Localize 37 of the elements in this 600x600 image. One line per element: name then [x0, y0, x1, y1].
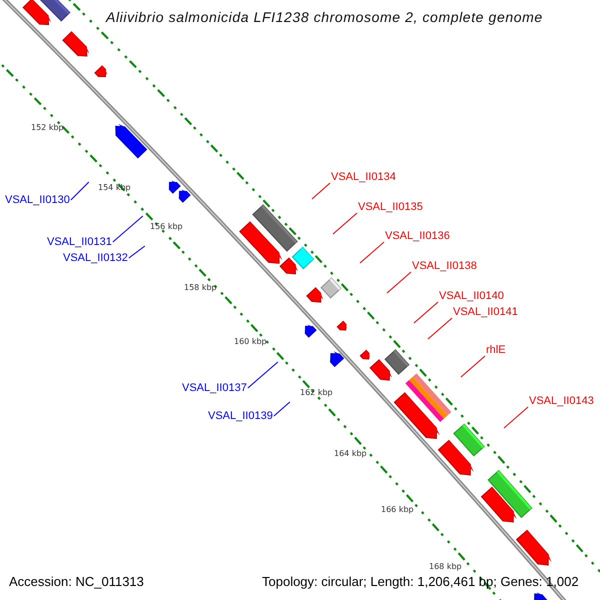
- leader-line: [360, 242, 384, 264]
- position-label: 164 kbp: [334, 449, 367, 458]
- leader-line: [112, 216, 144, 242]
- leader-line: [128, 246, 146, 258]
- gene-label: rhlE: [486, 344, 506, 356]
- position-label: 158 kbp: [184, 283, 217, 292]
- leader-line: [460, 356, 486, 378]
- gene-label: VSAL_II0135: [358, 201, 423, 213]
- gene-label: VSAL_II0134: [331, 171, 396, 183]
- gene-label: VSAL_II0131: [47, 236, 112, 248]
- position-label: 162 kbp: [300, 388, 333, 397]
- gene-label: VSAL_II0143: [529, 395, 594, 407]
- gene-label: VSAL_II0137: [182, 382, 247, 394]
- map-info-text: Accession: NC_011313: [9, 574, 144, 589]
- gene-label: VSAL_II0132: [63, 252, 128, 264]
- leader-line: [332, 212, 358, 234]
- map-title: Aliivibrio salmonicida LFI1238 chromosome 2, complete genome: [106, 9, 543, 25]
- leader-line: [414, 302, 438, 324]
- position-label: 156 kbp: [150, 222, 183, 231]
- leader-line: [428, 318, 452, 340]
- position-label: 152 kbp: [31, 123, 64, 132]
- position-label: 168 kbp: [429, 562, 462, 571]
- gene-label: VSAL_II0130: [5, 194, 70, 206]
- gene-label: VSAL_II0140: [439, 290, 504, 302]
- gene-label: VSAL_II0138: [412, 260, 477, 272]
- map-info-text: Topology: circular; Length: 1,206,461 bp; Genes: 1,002: [262, 574, 579, 589]
- gene-label: VSAL_II0139: [208, 410, 273, 422]
- position-label: 160 kbp: [234, 337, 267, 346]
- leader-line: [273, 402, 290, 416]
- gene-label: VSAL_II0141: [453, 306, 518, 318]
- leader-line: [312, 182, 330, 200]
- gene-label: VSAL_II0136: [385, 230, 450, 242]
- position-label: 166 kbp: [381, 505, 414, 514]
- leader-line: [70, 182, 90, 200]
- leader-line: [386, 272, 412, 294]
- leader-line: [247, 362, 278, 388]
- leader-line: [504, 406, 528, 428]
